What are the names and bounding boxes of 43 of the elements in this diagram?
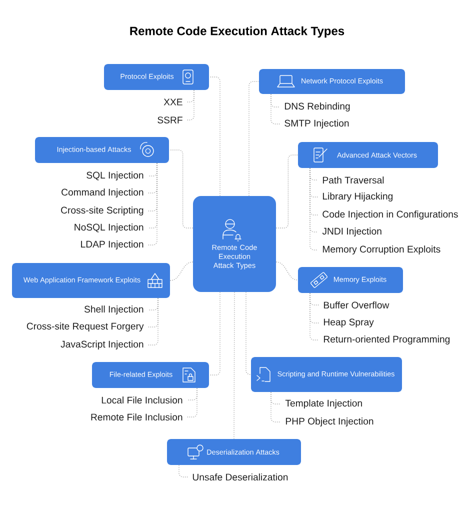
title: Remote Code Execution Attack Types bbox=[130, 26, 344, 38]
item-label: DNS Rebinding bbox=[284, 102, 350, 112]
item-label: Memory Corruption Exploits bbox=[322, 246, 440, 254]
item-label: SMTP Injection bbox=[284, 120, 349, 128]
item-label: SQL Injection bbox=[86, 172, 144, 180]
item-label: XXE bbox=[164, 98, 182, 106]
item-label: SSRF bbox=[158, 116, 182, 124]
dotted-connector bbox=[248, 81, 260, 196]
item-label: Local File Inclusion bbox=[102, 396, 182, 404]
dotted-connector bbox=[178, 464, 188, 478]
item-label: Unsafe Deserialization bbox=[192, 473, 288, 481]
item-label: Buffer Overflow bbox=[324, 302, 390, 309]
item-label: NoSQL Injection bbox=[74, 224, 144, 232]
item-label: Command Injection bbox=[62, 188, 144, 198]
dotted-connector bbox=[148, 162, 158, 246]
item-label: Library Hijacking bbox=[322, 192, 392, 202]
item-label: LDAP Injection bbox=[81, 240, 144, 250]
dotted-connector bbox=[186, 388, 198, 418]
item-label: Shell Injection bbox=[84, 306, 144, 314]
item-label: Return-oriented Programming bbox=[324, 336, 450, 344]
item-label: Remote File Inclusion bbox=[91, 413, 182, 421]
dotted-connector bbox=[310, 292, 320, 340]
dotted-connector bbox=[234, 292, 235, 440]
item-label: Cross-site Request Forgery bbox=[26, 322, 144, 332]
dotted-connector bbox=[148, 298, 158, 346]
item-label: JavaScript Injection bbox=[60, 340, 144, 350]
item-label: Code Injection in Configurations bbox=[322, 210, 458, 220]
item-label: Path Traversal bbox=[322, 176, 384, 184]
item-label: Cross-site Scripting bbox=[61, 206, 144, 216]
item-label: JNDI Injection bbox=[322, 228, 382, 236]
dotted-connector bbox=[276, 262, 298, 280]
dotted-connector bbox=[276, 154, 298, 228]
dotted-connector bbox=[170, 262, 194, 281]
dotted-connector bbox=[270, 94, 280, 124]
dotted-connector bbox=[208, 292, 220, 376]
dotted-connector bbox=[186, 90, 194, 120]
dotted-connector bbox=[208, 76, 220, 196]
dotted-connector bbox=[270, 392, 282, 422]
item-label: PHP Object Injection bbox=[286, 418, 374, 426]
item-label: Heap Spray bbox=[324, 318, 374, 328]
item-label: Template Injection bbox=[285, 400, 362, 408]
dotted-connector bbox=[310, 168, 318, 250]
dotted-connector bbox=[246, 292, 252, 375]
